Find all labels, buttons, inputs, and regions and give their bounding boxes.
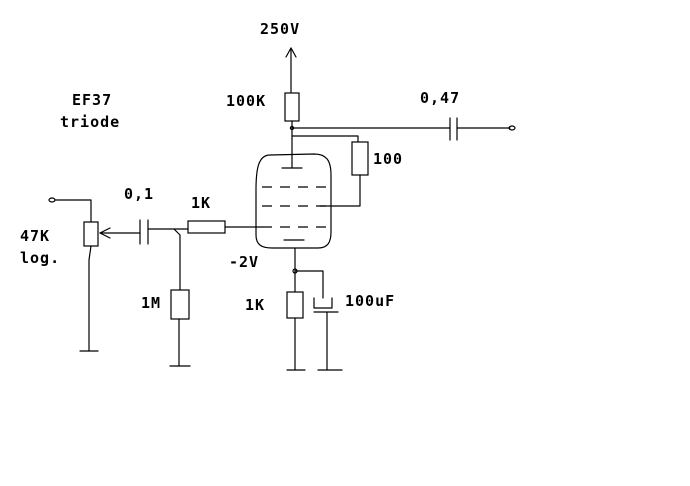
grid-leak-wire <box>173 228 181 291</box>
grid-leak-label: 1M <box>141 294 161 312</box>
screen-resistor <box>351 141 369 176</box>
grid-leak-resistor <box>170 289 190 320</box>
cathode-resistor <box>286 291 304 319</box>
input-capacitor <box>139 219 149 245</box>
potentiometer-input-wire <box>54 199 92 223</box>
potentiometer-value-label: 47K <box>20 227 50 245</box>
tube-mode-label: triode <box>60 113 120 131</box>
cathode-capacitor <box>313 297 339 313</box>
screen-strap-top-wire <box>291 135 359 143</box>
output-capacitor-label: 0,47 <box>420 89 460 107</box>
output-capacitor <box>449 117 458 141</box>
output-terminal <box>508 125 516 131</box>
anode-resistor-label: 100K <box>226 92 266 110</box>
tube-type-label: EF37 <box>72 91 112 109</box>
grid-stopper-resistor <box>187 220 226 234</box>
cathode-cap-wire <box>294 270 324 299</box>
anode-resistor <box>284 92 300 122</box>
input-terminal <box>48 197 56 203</box>
bias-voltage-label: -2V <box>229 253 259 271</box>
volume-potentiometer <box>83 221 99 247</box>
potentiometer-ground-wire <box>88 245 92 352</box>
screen-strap-bottom-wire <box>319 174 361 207</box>
cathode-capacitor-label: 100uF <box>345 292 395 310</box>
supply-arrow <box>285 47 297 93</box>
potentiometer-taper-label: log. <box>20 249 60 267</box>
input-capacitor-label: 0,1 <box>124 185 154 203</box>
screen-resistor-label: 100 <box>373 150 403 168</box>
cathode-resistor-label: 1K <box>245 296 265 314</box>
wiper-arrow <box>99 227 111 239</box>
grid-stopper-label: 1K <box>191 194 211 212</box>
tube-envelope <box>255 153 332 249</box>
supply-voltage-label: 250V <box>260 20 300 38</box>
